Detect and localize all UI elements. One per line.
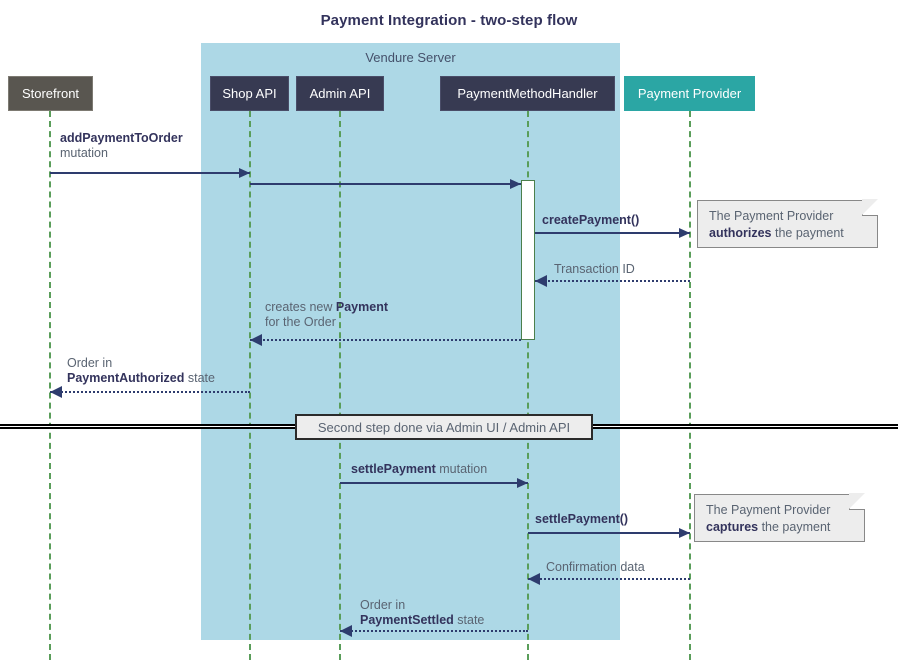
message-label-confirmation-data: Confirmation data bbox=[546, 560, 645, 574]
participant-payment-method-handler[interactable]: PaymentMethodHandler bbox=[440, 76, 615, 111]
message-line-order-payment-settled bbox=[340, 630, 528, 632]
message-line-settle-payment-call bbox=[528, 532, 690, 534]
arrow-head-confirmation-data bbox=[528, 573, 540, 585]
message-label-create-payment: createPayment() bbox=[542, 213, 640, 227]
message-label-transaction-id: Transaction ID bbox=[554, 262, 635, 276]
note-fold-corner-icon bbox=[862, 199, 878, 216]
arrow-head-create-payment bbox=[679, 228, 690, 238]
message-line-add-payment-to-order bbox=[50, 172, 250, 174]
message-line-transaction-id bbox=[535, 280, 690, 282]
activation-bar-handler-activation bbox=[521, 180, 535, 340]
lifeline-shop-api bbox=[249, 111, 251, 660]
arrow-head-settle-payment-call bbox=[679, 528, 690, 538]
message-label-settle-payment-call: settlePayment() bbox=[535, 512, 629, 526]
arrow-head-order-payment-settled bbox=[340, 625, 352, 637]
page-title: Payment Integration - two-step flow bbox=[320, 12, 578, 29]
participant-shop-api[interactable]: Shop API bbox=[210, 76, 289, 111]
message-line-create-payment bbox=[535, 232, 690, 234]
message-label-settle-payment-mutation: settlePayment mutation bbox=[351, 462, 488, 476]
note-fold-corner-icon bbox=[849, 493, 865, 510]
arrow-head-settle-payment-mutation bbox=[517, 478, 528, 488]
arrow-head-order-payment-authorized bbox=[50, 386, 62, 398]
divider-label-box: Second step done via Admin UI / Admin AP… bbox=[295, 414, 593, 440]
message-line-settle-payment-mutation bbox=[340, 482, 528, 484]
message-line-confirmation-data bbox=[528, 578, 690, 580]
lifeline-payment-method-handler bbox=[527, 111, 529, 660]
group-label: Vendure Server bbox=[365, 50, 456, 65]
lifeline-admin-api bbox=[339, 111, 341, 660]
participant-payment-provider[interactable]: Payment Provider bbox=[624, 76, 755, 111]
group-box-vendure-server bbox=[201, 43, 620, 640]
arrow-head-creates-new-payment bbox=[250, 334, 262, 346]
participant-admin-api[interactable]: Admin API bbox=[296, 76, 384, 111]
arrow-head-shop-api-to-handler bbox=[510, 179, 521, 189]
arrow-head-add-payment-to-order bbox=[239, 168, 250, 178]
lifeline-storefront bbox=[49, 111, 51, 660]
message-line-shop-api-to-handler bbox=[250, 183, 521, 185]
message-line-creates-new-payment bbox=[250, 339, 521, 341]
arrow-head-transaction-id bbox=[535, 275, 547, 287]
participant-storefront[interactable]: Storefront bbox=[8, 76, 93, 111]
message-line-order-payment-authorized bbox=[50, 391, 250, 393]
lifeline-payment-provider bbox=[689, 111, 691, 660]
